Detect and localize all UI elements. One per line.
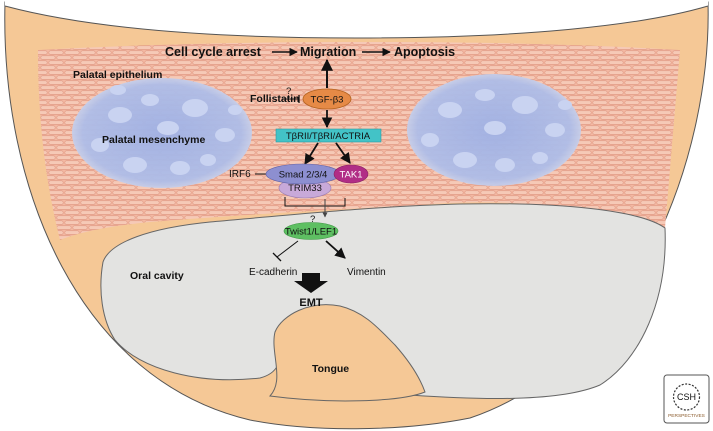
twist-question-mark: ? bbox=[310, 214, 315, 225]
logo-text-top: CSH bbox=[677, 392, 696, 402]
tak1-label: TAK1 bbox=[339, 170, 362, 181]
emt-label: EMT bbox=[299, 297, 323, 309]
csh-perspectives-logo: CSH PERSPECTIVES bbox=[663, 374, 710, 424]
palatal-epithelium-label: Palatal epithelium bbox=[73, 69, 162, 81]
tgfb3-node bbox=[302, 88, 352, 110]
twist-lef-node bbox=[283, 222, 339, 240]
mesenchyme-right bbox=[407, 74, 581, 186]
arrow-twist-to-vimentin bbox=[325, 240, 346, 259]
arrow-receptor-to-smad bbox=[304, 142, 319, 165]
twist-inhibits-ecadherin-line bbox=[276, 240, 299, 258]
tgfb3-label: TGF-β3 bbox=[311, 95, 344, 106]
smad-label: Smad 2/3/4 bbox=[279, 170, 328, 181]
tongue-shape bbox=[268, 304, 426, 402]
emt-down-arrow bbox=[294, 273, 328, 293]
follistatin-label: Follistatin bbox=[250, 93, 300, 105]
tak1-node bbox=[333, 164, 369, 184]
receptor-complex bbox=[275, 128, 382, 143]
follistatin-question-mark: ? bbox=[286, 86, 291, 97]
palatal-mesenchyme-label: Palatal mesenchyme bbox=[102, 134, 205, 146]
cell-cycle-arrest-label: Cell cycle arrest bbox=[165, 45, 262, 59]
twist-lef-label: Twist1/LEF1 bbox=[285, 227, 337, 238]
bracket-lines bbox=[284, 197, 346, 207]
top-cavity-edge bbox=[4, 5, 709, 39]
trim33-label: TRIM33 bbox=[288, 183, 322, 194]
migration-label: Migration bbox=[300, 45, 356, 59]
arrow-receptor-to-tak1 bbox=[335, 142, 351, 164]
ecadherin-label: E-cadherin bbox=[249, 267, 297, 278]
twist-inhibits-ecadherin-bar bbox=[272, 252, 282, 262]
apoptosis-label: Apoptosis bbox=[394, 45, 455, 59]
irf6-label: IRF6 bbox=[229, 169, 251, 180]
top-cavity bbox=[5, 0, 708, 38]
oral-cavity-region bbox=[100, 203, 666, 400]
oral-cavity-label: Oral cavity bbox=[130, 270, 184, 282]
tongue-label: Tongue bbox=[312, 363, 349, 375]
logo-text-bottom: PERSPECTIVES bbox=[668, 413, 705, 419]
receptor-label: TβRII/TβRI/ACTRIA bbox=[286, 131, 371, 142]
mesenchyme-left bbox=[72, 78, 252, 188]
vimentin-label: Vimentin bbox=[347, 267, 386, 278]
